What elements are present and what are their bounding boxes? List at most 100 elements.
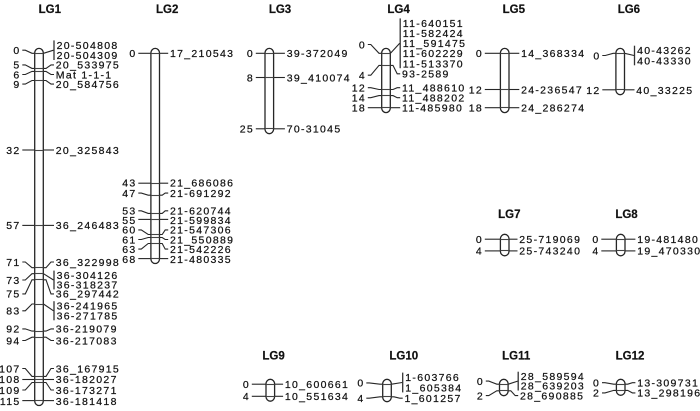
svg-text:10_600661: 10_600661: [285, 379, 349, 391]
svg-text:25-719069: 25-719069: [519, 234, 581, 246]
svg-text:12: 12: [352, 83, 366, 95]
svg-text:0: 0: [477, 376, 484, 388]
svg-text:13_298196: 13_298196: [637, 388, 700, 400]
svg-text:28_690885: 28_690885: [520, 390, 584, 402]
svg-text:94: 94: [6, 335, 20, 347]
svg-text:11_488202: 11_488202: [402, 93, 465, 105]
svg-text:0: 0: [13, 45, 20, 57]
svg-text:0: 0: [592, 234, 599, 246]
svg-text:2: 2: [477, 390, 484, 402]
svg-text:39_410074: 39_410074: [287, 72, 351, 84]
svg-text:LG5: LG5: [503, 4, 526, 16]
svg-text:11-485980: 11-485980: [402, 103, 463, 115]
svg-text:LG2: LG2: [156, 4, 178, 16]
svg-text:21-547306: 21-547306: [170, 225, 232, 237]
svg-text:40-43330: 40-43330: [637, 56, 692, 68]
svg-text:18: 18: [352, 103, 366, 115]
svg-text:36-217083: 36-217083: [56, 335, 118, 347]
svg-text:71: 71: [6, 257, 20, 269]
svg-text:12: 12: [586, 85, 600, 97]
svg-text:36-271785: 36-271785: [57, 311, 119, 323]
svg-text:40-43262: 40-43262: [637, 45, 692, 57]
svg-text:LG10: LG10: [389, 350, 418, 362]
svg-text:4: 4: [243, 391, 250, 403]
svg-text:60: 60: [122, 225, 136, 237]
svg-text:LG6: LG6: [618, 4, 640, 16]
svg-text:11_591475: 11_591475: [403, 38, 466, 50]
svg-text:55: 55: [122, 215, 136, 227]
svg-text:11-640151: 11-640151: [403, 18, 464, 30]
svg-text:4: 4: [359, 70, 366, 82]
svg-text:0: 0: [476, 48, 483, 60]
svg-text:0: 0: [359, 39, 366, 51]
svg-text:14: 14: [352, 93, 366, 105]
svg-text:20_325843: 20_325843: [56, 145, 120, 157]
svg-text:1_601257: 1_601257: [405, 393, 462, 405]
svg-text:LG4: LG4: [387, 4, 410, 16]
svg-text:4: 4: [592, 246, 599, 258]
svg-text:39-372049: 39-372049: [287, 48, 349, 60]
svg-text:17_210543: 17_210543: [170, 48, 234, 60]
svg-text:24-236547: 24-236547: [521, 84, 583, 96]
svg-text:21_686086: 21_686086: [170, 178, 234, 190]
svg-text:14_368334: 14_368334: [521, 48, 585, 60]
svg-text:20_533975: 20_533975: [56, 60, 120, 72]
svg-text:63: 63: [122, 244, 136, 256]
svg-text:9: 9: [13, 79, 20, 91]
svg-text:36_322998: 36_322998: [56, 257, 120, 269]
svg-text:11-602229: 11-602229: [403, 48, 464, 60]
svg-text:0: 0: [593, 378, 600, 390]
svg-text:0: 0: [129, 48, 136, 60]
svg-text:20-504808: 20-504808: [57, 40, 119, 52]
svg-text:18: 18: [469, 103, 483, 115]
svg-text:21_550889: 21_550889: [170, 234, 234, 246]
svg-text:4: 4: [476, 246, 483, 258]
svg-text:20_584756: 20_584756: [56, 79, 120, 91]
svg-text:36-318237: 36-318237: [57, 280, 119, 292]
svg-text:36-304126: 36-304126: [57, 270, 119, 282]
svg-text:25: 25: [240, 124, 254, 136]
svg-text:0: 0: [247, 48, 254, 60]
svg-text:57: 57: [6, 220, 20, 232]
svg-text:19_470330: 19_470330: [637, 246, 700, 258]
svg-text:10_551634: 10_551634: [285, 391, 349, 403]
svg-text:21-599834: 21-599834: [170, 215, 232, 227]
svg-text:107: 107: [0, 363, 21, 375]
svg-text:93-2589: 93-2589: [402, 69, 450, 81]
svg-text:70-31045: 70-31045: [287, 124, 342, 136]
svg-text:0: 0: [476, 234, 483, 246]
svg-text:115: 115: [0, 396, 21, 408]
svg-text:5: 5: [13, 60, 20, 72]
svg-text:108: 108: [0, 374, 21, 386]
svg-text:4: 4: [357, 393, 364, 405]
svg-text:11-513370: 11-513370: [403, 58, 464, 70]
svg-text:47: 47: [122, 188, 136, 200]
svg-text:109: 109: [0, 385, 21, 397]
svg-text:8: 8: [247, 72, 254, 84]
svg-text:13-309731: 13-309731: [637, 378, 699, 390]
svg-text:36-182027: 36-182027: [56, 374, 118, 386]
svg-text:21-480335: 21-480335: [170, 254, 232, 266]
svg-text:36-241965: 36-241965: [57, 301, 119, 313]
svg-text:20-504309: 20-504309: [57, 50, 119, 62]
svg-text:12: 12: [469, 84, 483, 96]
svg-text:LG12: LG12: [616, 350, 645, 362]
svg-text:1-603766: 1-603766: [405, 372, 460, 384]
svg-text:2: 2: [593, 388, 600, 400]
svg-text:LG8: LG8: [615, 209, 638, 221]
svg-text:0: 0: [593, 50, 600, 62]
svg-text:53: 53: [122, 206, 136, 218]
svg-text:83: 83: [6, 306, 20, 318]
svg-text:68: 68: [122, 254, 136, 266]
svg-text:LG3: LG3: [269, 4, 291, 16]
svg-text:21-542226: 21-542226: [170, 244, 232, 256]
svg-text:0: 0: [357, 378, 364, 390]
svg-text:36-181418: 36-181418: [56, 396, 118, 408]
svg-text:73: 73: [6, 275, 20, 287]
svg-text:1_605384: 1_605384: [405, 383, 462, 395]
svg-text:28_589594: 28_589594: [521, 371, 585, 383]
svg-text:LG11: LG11: [502, 350, 531, 362]
svg-text:LG1: LG1: [39, 4, 62, 16]
svg-text:11-582424: 11-582424: [403, 28, 464, 40]
svg-text:21-691292: 21-691292: [170, 188, 232, 200]
